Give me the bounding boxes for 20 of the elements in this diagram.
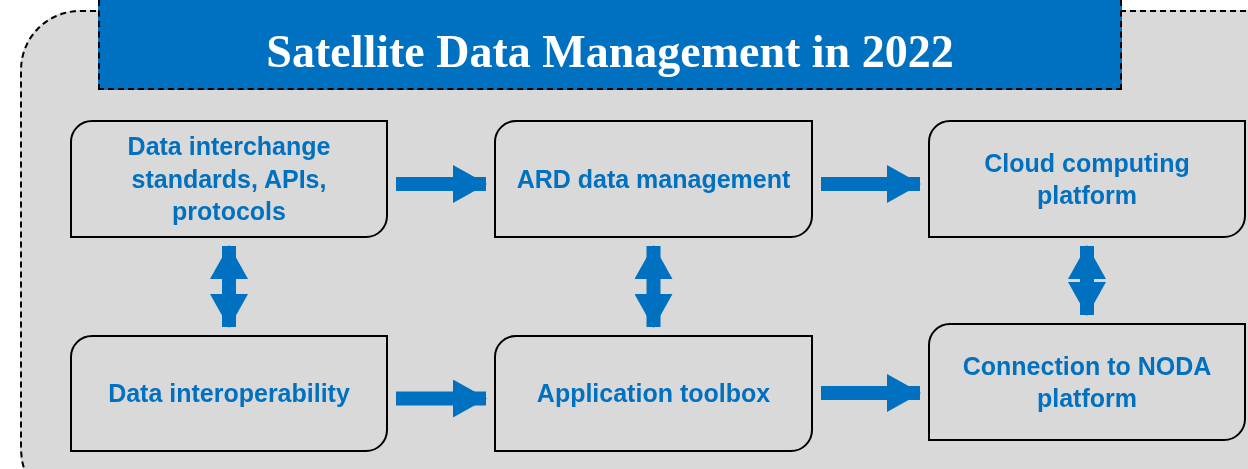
box-label: Connection to NODA platform — [961, 350, 1213, 414]
box-label: Cloud computing platform — [983, 147, 1191, 211]
process-box — [494, 335, 813, 452]
box-label: ARD data management — [516, 163, 791, 195]
box-label: Data interchange standards, APIs, protocols — [126, 131, 332, 228]
block-arrow — [1068, 245, 1106, 316]
block-arrow — [821, 374, 921, 412]
title: Satellite Data Management in 2022 — [266, 24, 954, 78]
block-arrow — [210, 245, 248, 328]
block-arrow — [821, 165, 921, 203]
box-label: Application toolbox — [536, 378, 771, 410]
process-box — [70, 120, 388, 238]
box-label: Data interoperability — [108, 378, 350, 410]
block-arrow — [634, 245, 673, 328]
process-box — [494, 120, 813, 238]
process-box — [70, 335, 388, 452]
process-box — [928, 120, 1246, 238]
block-arrow — [396, 379, 487, 418]
process-box — [928, 323, 1246, 441]
block-arrow — [396, 165, 487, 203]
